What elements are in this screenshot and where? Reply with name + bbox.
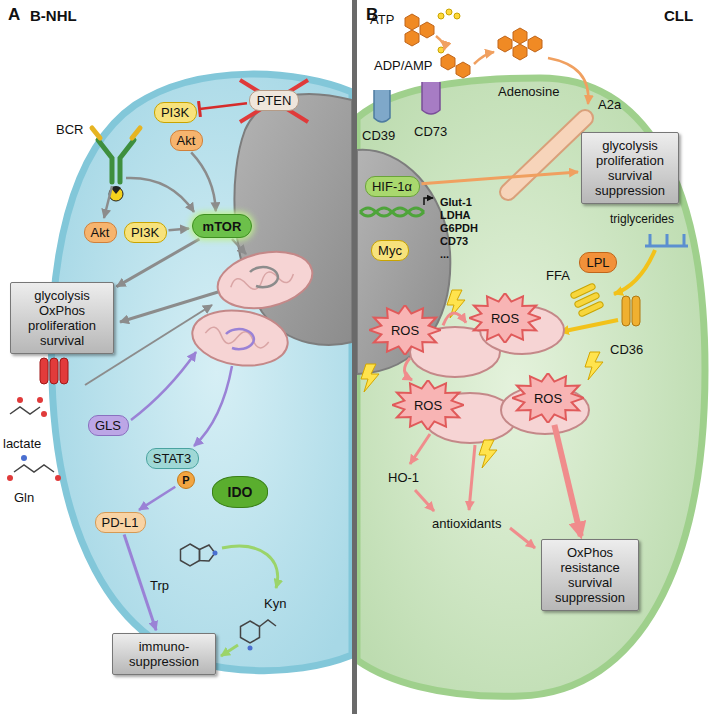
- receptor-label: BCR: [56, 122, 83, 137]
- metabolite-label: triglycerides: [610, 212, 674, 226]
- metabolite-label: FFA: [546, 268, 570, 283]
- node-text: PI3K: [131, 225, 159, 240]
- node-text: Akt: [91, 225, 110, 240]
- node-text: Akt: [177, 133, 196, 148]
- pten-cross: [240, 80, 308, 122]
- metabolite-label: antioxidants: [432, 516, 501, 531]
- connector-arrow: [554, 425, 580, 536]
- outcome-box: glycolysis proliferation survival suppre…: [581, 132, 679, 204]
- mtor-pill: mTOR: [192, 214, 252, 238]
- stat3-pill: STAT3: [146, 448, 199, 469]
- hif-pill: HIF-1α: [365, 176, 420, 197]
- akt-pill: Akt: [170, 130, 203, 151]
- node-text: mTOR: [203, 219, 242, 234]
- node-text: ROS: [534, 391, 562, 406]
- node-text: IDO: [228, 485, 253, 500]
- node-text: Myc: [378, 243, 402, 258]
- node-text: PD-L1: [102, 515, 139, 530]
- node-text: PI3K: [161, 105, 189, 120]
- ros-star: ROS: [369, 305, 441, 355]
- node-text: glycolysis OxPhos proliferation survival: [16, 288, 108, 348]
- ectoenzymes: [374, 82, 440, 122]
- pi3k-pill: PI3K: [154, 102, 197, 123]
- node-text: LPL: [586, 255, 609, 270]
- akt-pill: Akt: [84, 222, 117, 243]
- dna: [360, 208, 424, 216]
- myc-pill: Myc: [371, 240, 409, 261]
- pi3k-pill: PI3K: [124, 222, 167, 243]
- cll-cell: [357, 78, 705, 696]
- panel-title: CLL: [664, 7, 693, 24]
- triglyceride: [645, 234, 688, 246]
- lightning: [361, 290, 603, 468]
- panel-letter: A: [8, 5, 20, 24]
- panel-title: B-NHL: [30, 7, 77, 24]
- enzyme-label: HO-1: [388, 470, 419, 485]
- metabolite-label: Trp: [150, 578, 169, 593]
- enzyme-label: CD73: [414, 124, 447, 139]
- phospho-circle: P: [177, 471, 195, 489]
- enzyme-label: CD39: [362, 128, 395, 143]
- connector-arrow: [169, 229, 190, 231]
- bcr-receptor: [92, 128, 140, 201]
- left-arrows: [85, 178, 278, 656]
- metabolite-label: lactate: [3, 436, 41, 451]
- metabolite-label: Kyn: [264, 596, 286, 611]
- connector-arrow: [191, 152, 216, 211]
- connector-arrow: [117, 239, 200, 287]
- node-text: ROS: [491, 311, 519, 326]
- node-text: P: [182, 473, 189, 488]
- node-text: ROS: [391, 323, 419, 338]
- node-text: glycolysis proliferation survival suppre…: [587, 138, 673, 198]
- right-arrows: [404, 36, 655, 548]
- fatty-acids: [570, 283, 604, 317]
- node-text: immuno-suppression: [118, 639, 210, 669]
- connector-arrow: [200, 103, 248, 109]
- panel-divider: [352, 0, 357, 714]
- metabolite-label: Adenosine: [498, 84, 559, 99]
- node-text: PTEN: [257, 93, 292, 108]
- bnhl-cell: [52, 74, 352, 671]
- metabolite-label: Gln: [14, 490, 34, 505]
- transporter-label: CD36: [610, 342, 643, 357]
- ros-star: ROS: [512, 373, 584, 423]
- node-text: HIF-1α: [372, 179, 412, 194]
- pten-pill: PTEN: [249, 90, 299, 111]
- outcome-box: glycolysis OxPhos proliferation survival: [10, 282, 114, 354]
- receptor-label: A2a: [598, 97, 621, 112]
- connector-arrow: [443, 313, 466, 325]
- cd36-transporter: [622, 296, 640, 326]
- phosphates: [438, 9, 460, 53]
- gene-list: Glut-1 LDHA G6PDH CD73 ...: [440, 196, 478, 261]
- outcome-box: OxPhos resistance survival suppression: [541, 539, 639, 611]
- node-text: STAT3: [153, 451, 192, 466]
- connector-arrow: [139, 487, 175, 510]
- node-text: OxPhos resistance survival suppression: [547, 545, 633, 605]
- ros-star: ROS: [392, 380, 464, 430]
- ros-star: ROS: [469, 293, 541, 343]
- node-text: GLS: [95, 418, 121, 433]
- metabolite-label: ADP/AMP: [374, 58, 433, 73]
- node-text: ROS: [414, 398, 442, 413]
- lpl-pill: LPL: [579, 252, 617, 273]
- gls-enzyme: GLS: [88, 415, 129, 436]
- ido-enzyme: IDO: [212, 476, 268, 508]
- molecules: [7, 397, 276, 651]
- a2a-receptor: [508, 118, 585, 192]
- pdl1-pill: PD-L1: [95, 512, 146, 533]
- outcome-box: immuno-suppression: [112, 633, 216, 675]
- lactate-transporter: [40, 358, 68, 384]
- metabolite-label: ATP: [370, 12, 394, 27]
- connector-arrow: [422, 172, 579, 184]
